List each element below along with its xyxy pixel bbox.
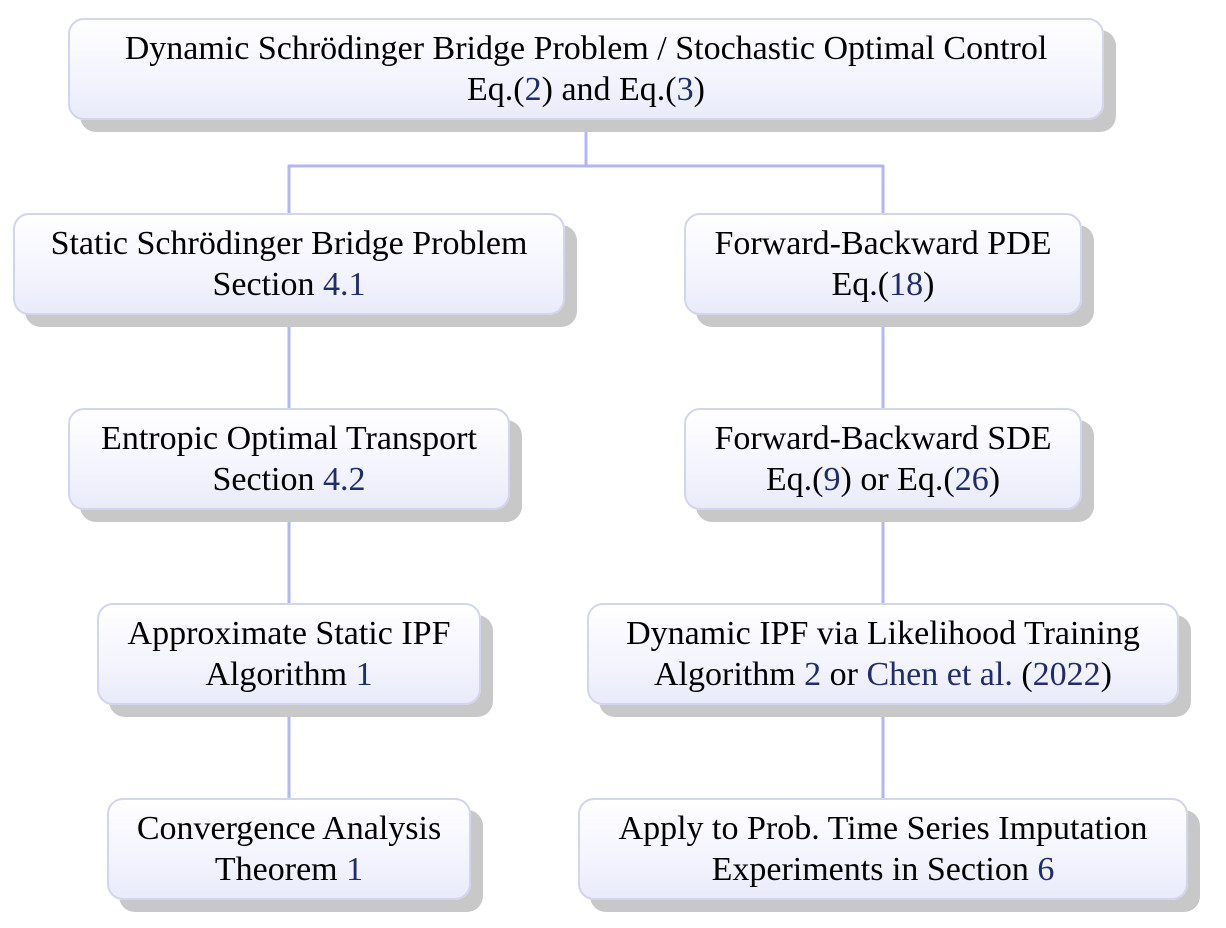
node-approx-ipf-ref: Algorithm 1: [205, 654, 372, 695]
node-apply: Apply to Prob. Time Series Imputation Ex…: [578, 798, 1188, 900]
node-convergence: Convergence Analysis Theorem 1: [107, 798, 471, 900]
section-link-4-2[interactable]: 4.2: [322, 461, 366, 498]
equation-link-2[interactable]: 2: [524, 71, 542, 108]
node-dynamic-ipf: Dynamic IPF via Likelihood Training Algo…: [587, 603, 1179, 705]
node-fb-sde: Forward-Backward SDE Eq.(9) or Eq.(26): [684, 408, 1082, 510]
node-static-sb: Static Schrödinger Bridge Problem Sectio…: [13, 213, 565, 315]
node-apply-title: Apply to Prob. Time Series Imputation: [618, 810, 1148, 847]
text-fragment: ): [988, 461, 1001, 498]
node-dynamic-sb-title: Dynamic Schrödinger Bridge Problem / Sto…: [124, 30, 1048, 67]
citation-link-year[interactable]: 2022: [1032, 656, 1101, 693]
node-eot: Entropic Optimal Transport Section 4.2: [68, 408, 510, 510]
algorithm-link-1[interactable]: 1: [355, 656, 373, 693]
equation-link-3[interactable]: 3: [676, 71, 694, 108]
text-fragment: or: [821, 656, 867, 693]
node-convergence-ref: Theorem 1: [215, 849, 363, 890]
text-fragment: ): [693, 71, 705, 108]
node-approx-ipf-title: Approximate Static IPF: [127, 615, 451, 652]
node-eot-title: Entropic Optimal Transport: [101, 420, 477, 457]
text-fragment: Theorem: [214, 851, 347, 888]
text-fragment: ) or Eq.(: [840, 461, 955, 498]
text-fragment: Section: [212, 461, 323, 498]
equation-link-26[interactable]: 26: [954, 461, 989, 498]
equation-link-18[interactable]: 18: [889, 266, 924, 303]
node-dynamic-ipf-title: Dynamic IPF via Likelihood Training: [626, 615, 1140, 652]
node-dynamic-sb: Dynamic Schrödinger Bridge Problem / Sto…: [68, 18, 1104, 120]
text-fragment: Algorithm: [654, 656, 805, 693]
text-fragment: ) and Eq.(: [541, 71, 677, 108]
node-fb-sde-title: Forward-Backward SDE: [714, 420, 1052, 457]
citation-link-chen[interactable]: Chen et al.: [866, 656, 1013, 693]
text-fragment: Eq.(: [831, 266, 890, 303]
node-fb-pde-title: Forward-Backward PDE: [714, 225, 1052, 262]
section-link-6[interactable]: 6: [1037, 851, 1055, 888]
node-approx-ipf: Approximate Static IPF Algorithm 1: [97, 603, 481, 705]
text-fragment: Eq.(: [765, 461, 824, 498]
section-link-4-1[interactable]: 4.1: [322, 266, 366, 303]
text-fragment: Experiments in Section: [711, 851, 1038, 888]
node-apply-ref: Experiments in Section 6: [712, 849, 1055, 890]
equation-link-9[interactable]: 9: [823, 461, 841, 498]
text-fragment: Eq.(: [467, 71, 525, 108]
text-fragment: ): [1100, 656, 1112, 693]
theorem-link-1[interactable]: 1: [346, 851, 364, 888]
node-fb-sde-ref: Eq.(9) or Eq.(26): [766, 459, 1000, 500]
node-fb-pde-ref: Eq.(18): [832, 264, 935, 305]
text-fragment: (: [1012, 656, 1033, 693]
node-eot-ref: Section 4.2: [213, 459, 366, 500]
node-convergence-title: Convergence Analysis: [136, 810, 442, 847]
node-static-sb-ref: Section 4.1: [213, 264, 366, 305]
text-fragment: Algorithm: [205, 656, 356, 693]
node-static-sb-title: Static Schrödinger Bridge Problem: [50, 225, 528, 262]
algorithm-link-2[interactable]: 2: [804, 656, 822, 693]
node-fb-pde: Forward-Backward PDE Eq.(18): [684, 213, 1082, 315]
text-fragment: ): [923, 266, 935, 303]
text-fragment: Section: [212, 266, 323, 303]
node-dynamic-ipf-ref: Algorithm 2 or Chen et al. (2022): [654, 654, 1112, 695]
node-dynamic-sb-ref: Eq.(2) and Eq.(3): [467, 69, 705, 110]
